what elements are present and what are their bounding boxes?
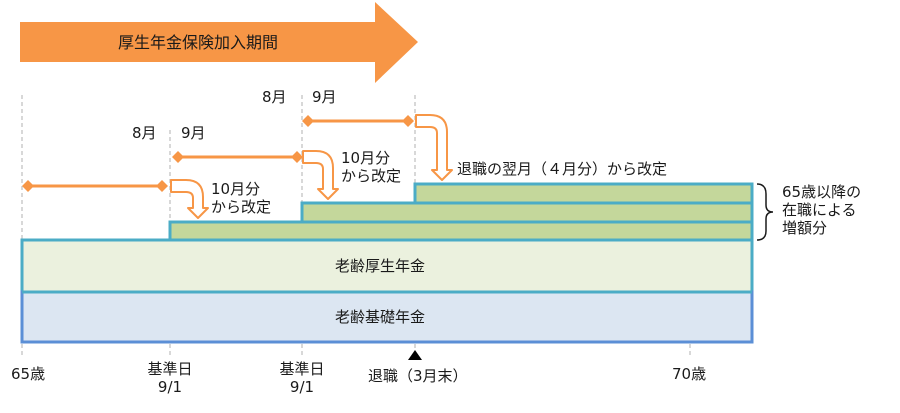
- kosei-nenkin-bar: [20, 238, 754, 294]
- month-label-aug-2: 8月: [132, 124, 157, 142]
- axis-label-kijun1: 基準日 9/1: [140, 360, 200, 396]
- diamond-marker: [172, 151, 184, 163]
- revision-arrow-3: [415, 114, 453, 181]
- axis-label-kijun1-line2: 9/1: [157, 378, 183, 396]
- kosei-nenkin-label: 老齢厚生年金: [335, 257, 426, 275]
- revision-note-3: 退職の翌月（４月分）から改定: [457, 160, 668, 178]
- brace-note: 65歳以降の 在職による 増額分: [782, 183, 861, 237]
- revision-arrow-1: [170, 179, 209, 219]
- brace-note-line1: 65歳以降の: [782, 183, 862, 201]
- revision-note-2-line1: 10月分: [341, 149, 391, 167]
- diamond-marker: [402, 115, 414, 127]
- month-label-aug-3: 8月: [262, 88, 287, 106]
- kiso-nenkin-label: 老齢基礎年金: [335, 308, 426, 326]
- axis-label-kijun2-line1: 基準日: [279, 360, 325, 378]
- kiso-nenkin-bar: [20, 290, 754, 344]
- revision-note-1-line2: から改定: [211, 198, 272, 216]
- increase-tier-3: [413, 182, 754, 205]
- revision-note-1-line1: 10月分: [211, 180, 261, 198]
- axis-label-70: 70歳: [672, 365, 707, 383]
- brace-icon: [756, 183, 774, 241]
- diamond-marker: [291, 151, 303, 163]
- axis-label-retire: 退職（3月末）: [368, 367, 468, 385]
- increase-tier-2: [300, 201, 754, 224]
- diamond-marker: [302, 115, 314, 127]
- increase-tier-1: [168, 220, 754, 242]
- diamond-marker: [156, 180, 168, 192]
- revision-note-1: 10月分 から改定: [211, 180, 271, 216]
- revision-arrow-2: [302, 150, 339, 200]
- insurance-period-label: 厚生年金保険加入期間: [118, 33, 279, 52]
- retire-triangle-icon: [408, 350, 422, 360]
- insurance-period-arrow: [20, 2, 418, 83]
- axis-label-kijun2: 基準日 9/1: [272, 360, 332, 396]
- revision-note-2-line2: から改定: [341, 167, 402, 185]
- axis-label-65: 65歳: [11, 365, 46, 383]
- revision-note-2: 10月分 から改定: [341, 149, 401, 185]
- brace-note-line2: 在職による: [782, 201, 857, 219]
- brace-note-line3: 増額分: [782, 219, 828, 237]
- month-label-sep-2: 9月: [181, 124, 206, 142]
- diamond-marker: [22, 180, 34, 192]
- axis-label-kijun1-line1: 基準日: [147, 360, 193, 378]
- axis-label-kijun2-line2: 9/1: [289, 378, 315, 396]
- month-label-sep-3: 9月: [312, 88, 337, 106]
